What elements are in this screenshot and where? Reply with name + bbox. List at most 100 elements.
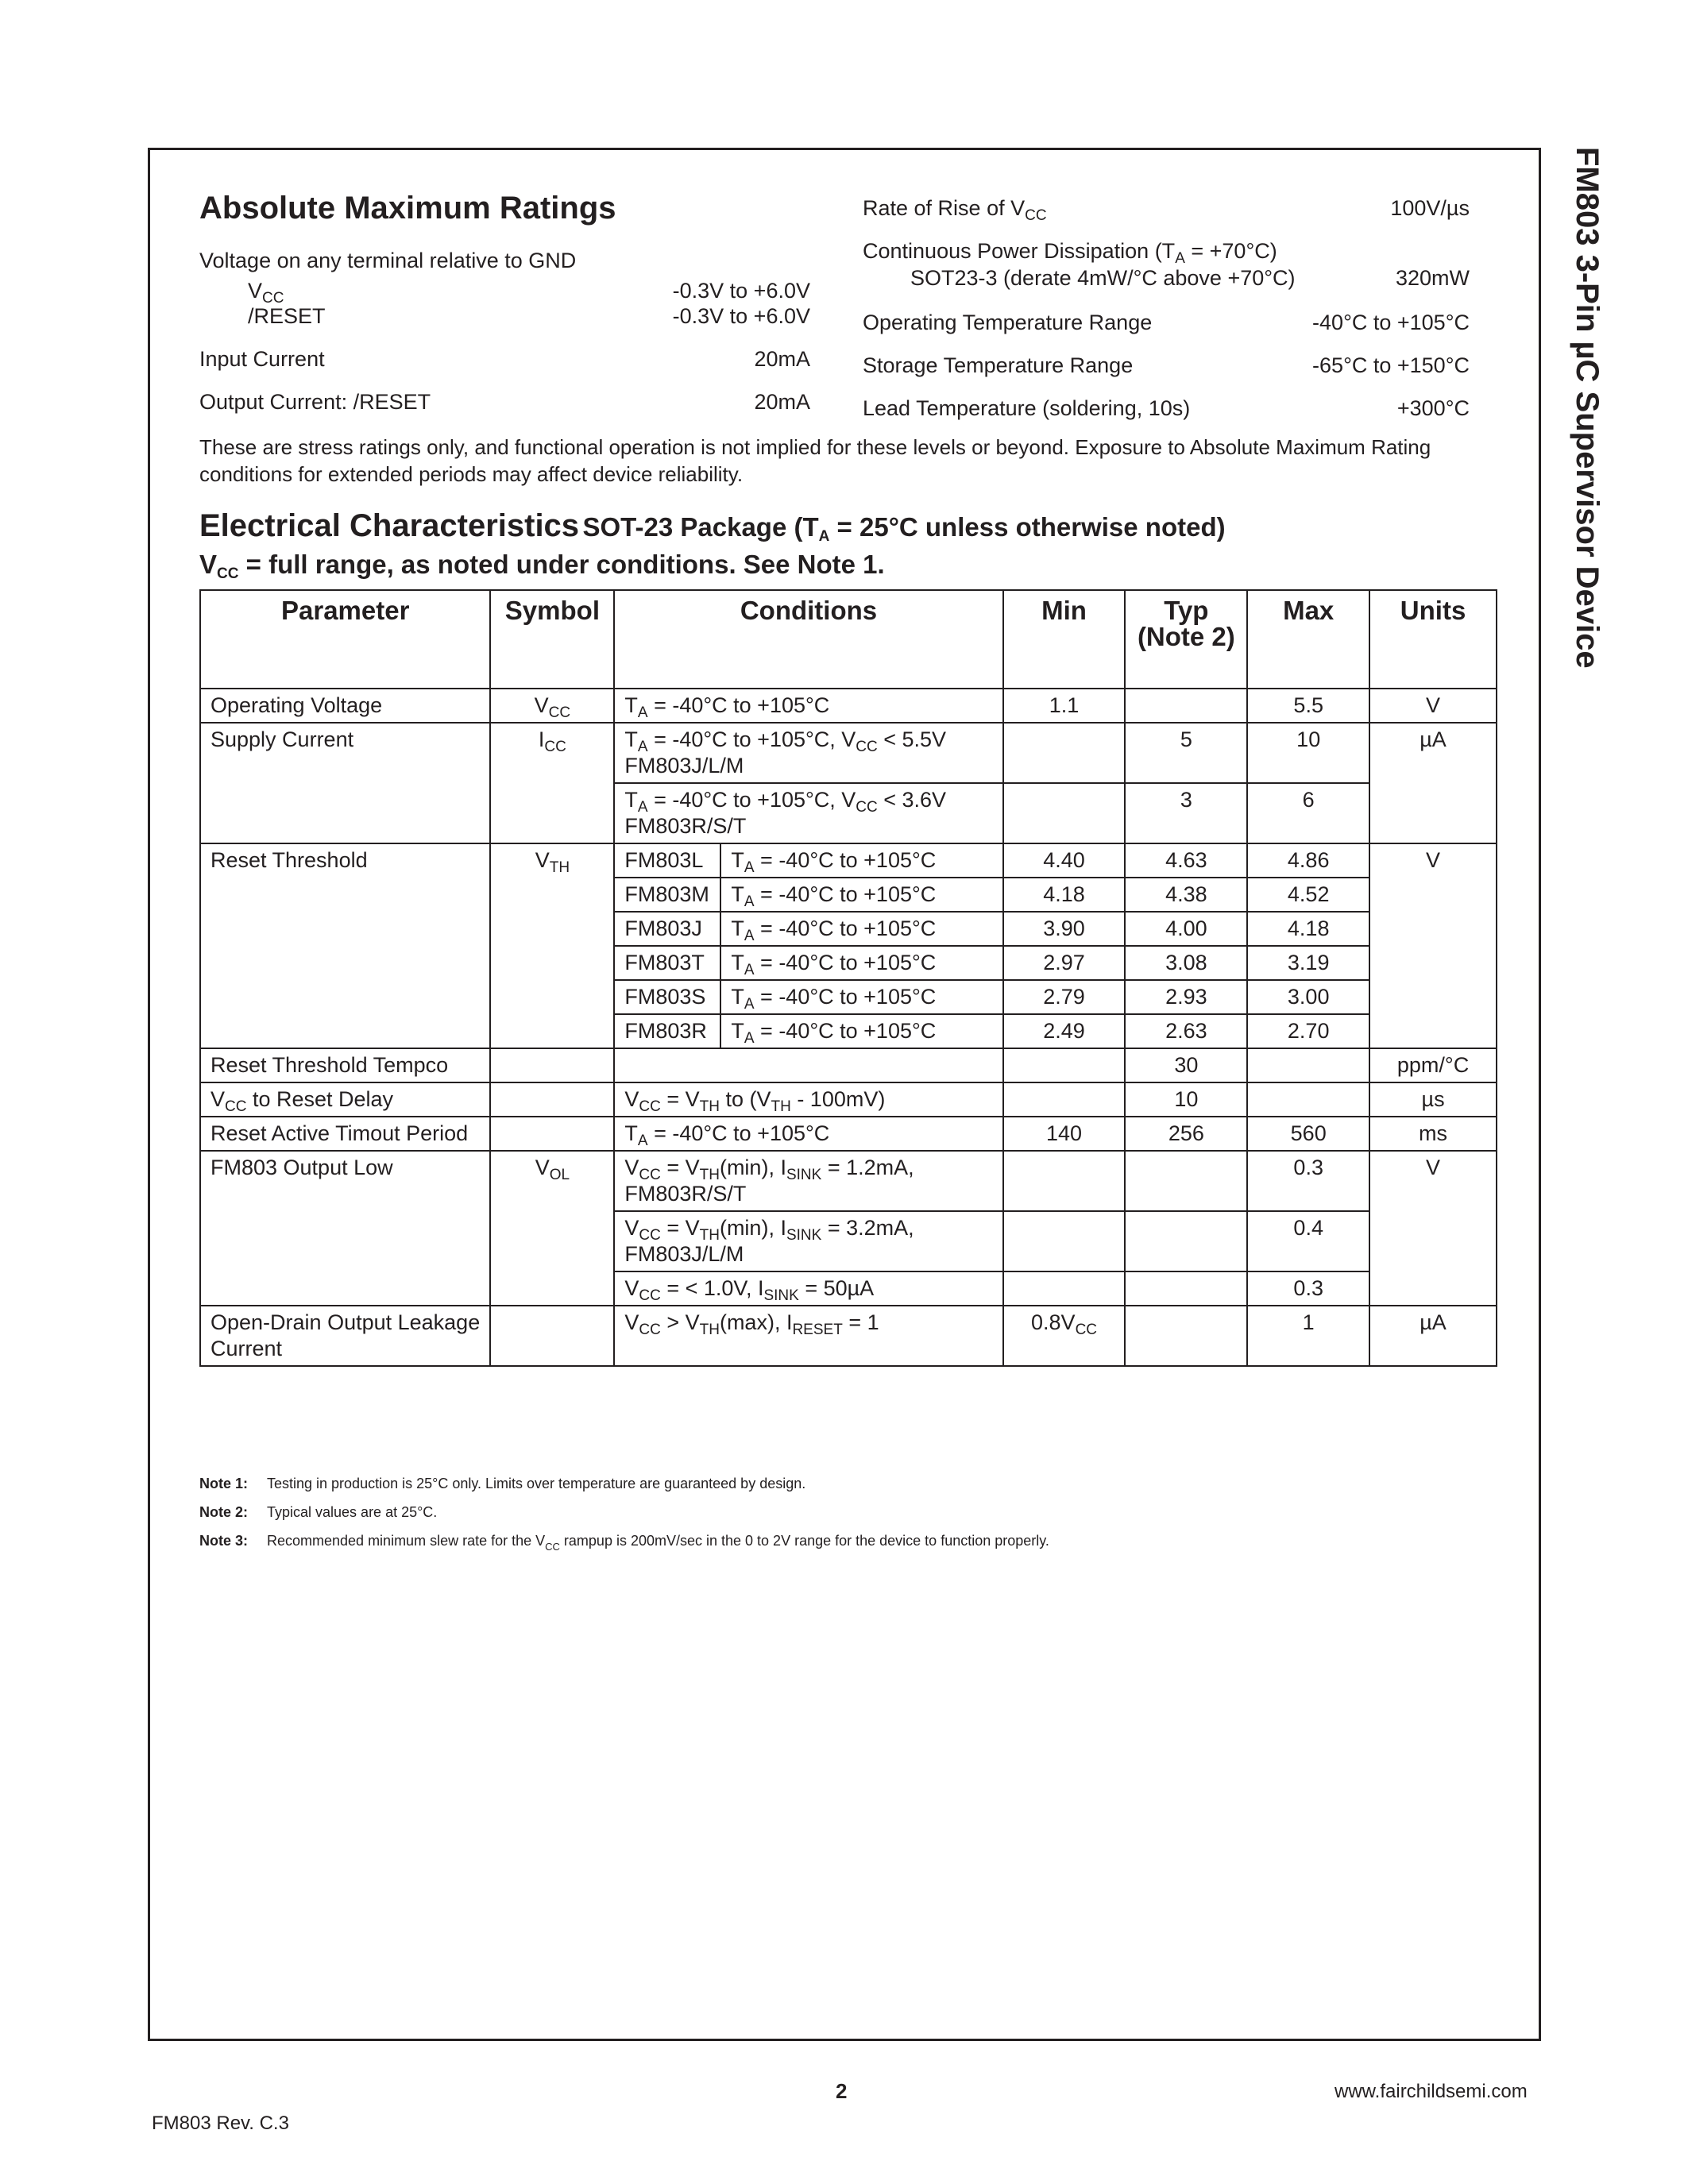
page-number: 2 [836, 2079, 848, 2103]
condition-cell: TA = -40°C to +105°C [720, 979, 1004, 1015]
table-row: VCC = VTH(min), ISINK = 3.2mA,FM803J/L/M… [200, 1210, 1497, 1272]
table-row: Reset Active Timout Period TA = -40°C to… [199, 1116, 1497, 1152]
symbol-cell: ICC [489, 722, 616, 844]
condition-cell: VCC = VTH(min), ISINK = 1.2mA,FM803R/S/T [613, 1150, 1004, 1212]
max-cell: 560 [1246, 1116, 1371, 1152]
table-row: FM803R TA = -40°C to +105°C 2.49 2.63 2.… [200, 1013, 1497, 1049]
condition-cell: TA = -40°C to +105°C [720, 877, 1004, 913]
symbol-cell [489, 1048, 616, 1083]
units-cell: ppm/°C [1369, 1048, 1497, 1083]
units-cell: V [1369, 688, 1497, 723]
min-cell [1002, 1082, 1126, 1117]
max-cell: 10 [1246, 722, 1371, 784]
table-row: VCC to Reset Delay VCC = VTH to (VTH - 1… [199, 1082, 1497, 1117]
condition-cell: TA = -40°C to +105°C [613, 1116, 1004, 1152]
typ-cell: 4.00 [1124, 911, 1249, 947]
note-3: Note 3:Recommended minimum slew rate for… [199, 1533, 1049, 1553]
rise-label: Rate of Rise of VCC [863, 196, 1047, 224]
note-1: Note 1:Testing in production is 25°C onl… [199, 1476, 806, 1491]
condition-cell [613, 1048, 1004, 1083]
condition-cell: TA = -40°C to +105°C [720, 911, 1004, 947]
part-cell: FM803L [613, 843, 722, 878]
param-cell: Reset Active Timout Period [199, 1116, 492, 1152]
typ-cell: 2.63 [1124, 1013, 1249, 1049]
table-row: Supply Current ICC TA = -40°C to +105°C,… [199, 722, 1497, 844]
revision: FM803 Rev. C.3 [152, 2113, 289, 2134]
units-cell: µs [1369, 1082, 1497, 1117]
max-cell: 1 [1246, 1305, 1371, 1367]
min-cell [1002, 1271, 1126, 1306]
max-cell: 3.19 [1246, 945, 1371, 981]
param-cell: Reset Threshold Tempco [199, 1048, 492, 1083]
lead-value: +300°C [1396, 396, 1470, 420]
typ-cell [1124, 1271, 1249, 1306]
table-row: FM803M TA = -40°C to +105°C 4.18 4.38 4.… [200, 877, 1497, 913]
condition-cell: TA = -40°C to +105°C [720, 945, 1004, 981]
min-cell: 1.1 [1002, 688, 1126, 723]
ec-subtitle: VCC = full range, as noted under conditi… [199, 550, 885, 582]
max-cell: 2.70 [1246, 1013, 1371, 1049]
min-cell [1002, 1210, 1126, 1272]
typ-cell: 4.63 [1124, 843, 1249, 878]
table-row: Reset Threshold VTH FM803L TA = -40°C to… [199, 843, 1497, 1049]
condition-cell: TA = -40°C to +105°C [613, 688, 1004, 723]
part-cell: FM803R [613, 1013, 722, 1049]
electrical-table: Parameter Symbol Conditions Min Typ(Note… [199, 589, 1497, 1367]
header-parameter: Parameter [199, 589, 492, 689]
min-cell: 2.79 [1002, 979, 1126, 1015]
reset-value: -0.3V to +6.0V [672, 304, 810, 328]
max-cell: 3.00 [1246, 979, 1371, 1015]
units-cell: V [1369, 843, 1497, 1049]
units-cell: ms [1369, 1116, 1497, 1152]
condition-cell: VCC = VTH to (VTH - 100mV) [613, 1082, 1004, 1117]
typ-cell [1124, 1210, 1249, 1272]
table-row: Reset Threshold Tempco 30 ppm/°C [199, 1048, 1497, 1083]
condition-cell: VCC = VTH(min), ISINK = 3.2mA,FM803J/L/M [613, 1210, 1004, 1272]
param-cell: VCC to Reset Delay [199, 1082, 492, 1117]
footer-url[interactable]: www.fairchildsemi.com [1335, 2081, 1528, 2102]
table-row: FM803T TA = -40°C to +105°C 2.97 3.08 3.… [200, 945, 1497, 981]
condition-cell: VCC > VTH(max), IRESET = 1 [613, 1305, 1004, 1367]
part-cell: FM803T [613, 945, 722, 981]
header-units: Units [1369, 589, 1497, 689]
symbol-cell [489, 1116, 616, 1152]
typ-cell: 256 [1124, 1116, 1249, 1152]
typ-cell: 3 [1124, 782, 1249, 844]
op-temp-value: -40°C to +105°C [1312, 311, 1470, 334]
max-cell: 4.86 [1246, 843, 1371, 878]
min-cell [1002, 1150, 1126, 1212]
header-min: Min [1002, 589, 1126, 689]
min-cell: 4.40 [1002, 843, 1126, 878]
header-typ: Typ(Note 2) [1124, 589, 1249, 689]
typ-cell: 10 [1124, 1082, 1249, 1117]
table-row: FM803 Output Low VOL VCC = VTH(min), ISI… [199, 1150, 1497, 1306]
input-current-value: 20mA [754, 347, 810, 371]
op-temp-label: Operating Temperature Range [863, 311, 1153, 334]
header-symbol: Symbol [489, 589, 616, 689]
max-cell: 4.18 [1246, 911, 1371, 947]
typ-cell: 4.38 [1124, 877, 1249, 913]
reset-label: /RESET [248, 304, 326, 328]
typ-cell: 5 [1124, 722, 1249, 784]
notes: Note 1:Testing in production is 25°C onl… [199, 1469, 1049, 1555]
table-row: VCC = < 1.0V, ISINK = 50µA 0.3 [200, 1271, 1497, 1306]
typ-cell [1124, 688, 1249, 723]
table-row: Operating Voltage VCC TA = -40°C to +105… [199, 688, 1497, 723]
min-cell: 4.18 [1002, 877, 1126, 913]
storage-label: Storage Temperature Range [863, 353, 1134, 377]
param-cell: Supply Current [199, 722, 492, 844]
max-cell: 6 [1246, 782, 1371, 844]
max-cell: 0.3 [1246, 1150, 1371, 1212]
min-cell [1002, 722, 1126, 784]
symbol-cell [489, 1082, 616, 1117]
symbol-cell [489, 1305, 616, 1367]
output-current-value: 20mA [754, 390, 810, 414]
units-cell: V [1369, 1150, 1497, 1306]
symbol-cell: VTH [489, 843, 616, 1049]
min-cell [1002, 782, 1126, 844]
